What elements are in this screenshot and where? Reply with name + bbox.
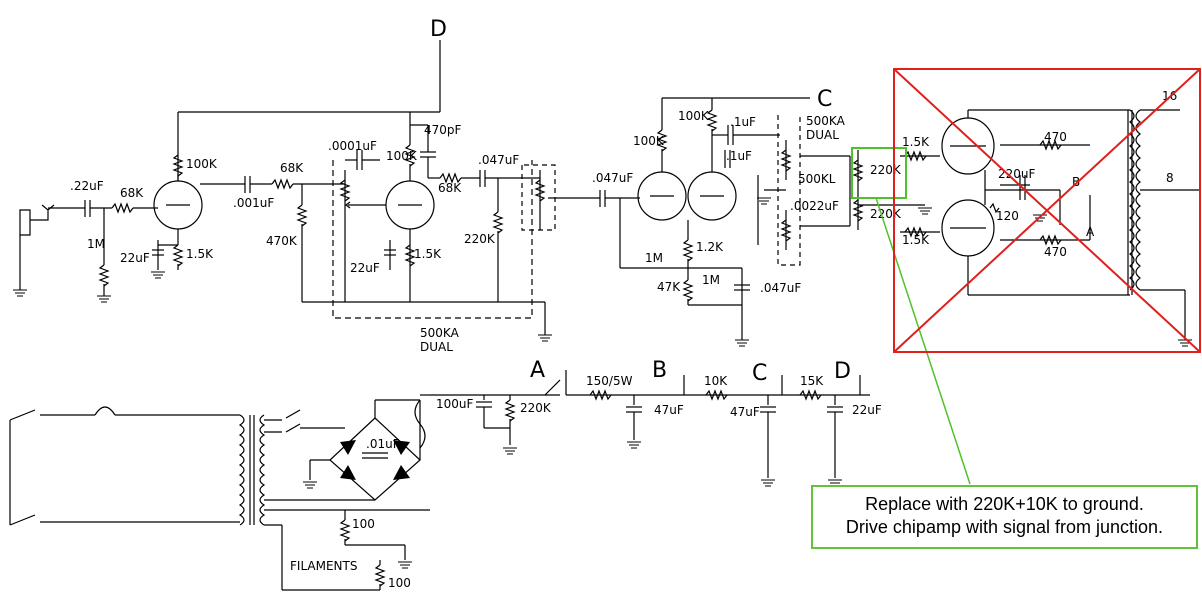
label-pi-bypass: .047uF [760, 281, 801, 295]
label-pi-r-plate2: 100K [678, 109, 710, 123]
label-pa-470-bot: 470 [1044, 245, 1067, 259]
label-pi-cap-b: .1uF [726, 149, 752, 163]
label-pa-r-120: 120 [996, 209, 1019, 223]
label-sup-cap-100: 100uF [436, 397, 474, 411]
label-pa-470-top: 470 [1044, 130, 1067, 144]
label-r-68k-3: 68K [438, 181, 462, 195]
label-pa-grid-top: 1.5K [902, 135, 930, 149]
node-c-label-top: C [817, 87, 832, 112]
label-pa-node-b: B [1072, 175, 1080, 189]
label-tap-8: 8 [1166, 171, 1174, 185]
label-sup-r-150: 150/5W [586, 374, 633, 388]
label-sup-r-15k: 15K [800, 374, 824, 388]
label-pot2-a: 500KA [806, 114, 846, 128]
label-sup-cap-47a: 47uF [654, 403, 684, 417]
label-v2-cathode-r: 1.5K [414, 247, 442, 261]
node-c-label: C [752, 361, 767, 386]
label-pot-500kl: 500KL [798, 172, 836, 186]
label-v1-plate: 100K [186, 157, 218, 171]
label-pi-cap-a: .1uF [730, 115, 756, 129]
label-pot1-b: DUAL [420, 340, 453, 354]
label-pa-220k-bot: 220K [870, 207, 902, 221]
label-cap-047: .047uF [478, 153, 519, 167]
label-filaments: FILAMENTS [290, 559, 357, 573]
label-pi-tail: 1.2K [696, 240, 724, 254]
node-d-label-supply: D [834, 359, 851, 384]
label-v1-cathode-r: 1.5K [186, 247, 214, 261]
label-sup-r-10k: 10K [704, 374, 728, 388]
label-v2-cathode-c: 22uF [350, 261, 380, 275]
label-pi-cap: .047uF [592, 171, 633, 185]
label-cap-0022: .0022uF [790, 199, 839, 213]
component-labels: D C A B C D .22uF 68K 1M 100K 1.5K 22uF … [70, 17, 1177, 590]
label-coupling-cap: .001uF [233, 196, 274, 210]
label-v2-plate-cap: 470pF [424, 123, 462, 137]
label-pi-1m-b: 1M [702, 273, 720, 287]
annotation-line-2: Drive chipamp with signal from junction. [845, 517, 1164, 537]
label-v1-cathode-c: 22uF [120, 251, 150, 265]
label-sup-cap-47b: 47uF [730, 405, 760, 419]
label-r-220k: 220K [464, 232, 496, 246]
label-pa-grid-bot: 1.5K [902, 233, 930, 247]
label-pa-220k-top: 220K [870, 163, 902, 177]
annotation-callout: Replace with 220K+10K to ground. Drive c… [811, 485, 1198, 549]
node-a-label: A [530, 358, 545, 383]
label-r-68k-2: 68K [280, 161, 304, 175]
label-tone-cap: .0001uF [328, 139, 377, 153]
label-r-470k: 470K [266, 234, 298, 248]
label-r-input: 1M [87, 237, 105, 251]
label-sup-r-100a: 100 [352, 517, 375, 531]
label-pi-1m-a: 1M [645, 251, 663, 265]
label-sup-cap-22: 22uF [852, 403, 882, 417]
label-r-grid: 68K [120, 186, 144, 200]
node-d-label: D [430, 17, 447, 42]
label-pi-r-plate1: 100K [633, 134, 665, 148]
label-pa-node-a: A [1086, 225, 1095, 239]
bridge-diodes [340, 440, 410, 480]
node-b-label: B [652, 358, 667, 383]
label-sup-r-100b: 100 [388, 576, 411, 590]
power-section-crossed-out [893, 68, 1201, 353]
callout-pointer [875, 197, 971, 485]
label-pa-cap-220: 220uF [998, 167, 1036, 181]
highlight-box [851, 147, 907, 199]
label-v2-plate: 100K [386, 149, 418, 163]
label-pot1-a: 500KA [420, 326, 460, 340]
label-sup-r-220k: 220K [520, 401, 552, 415]
annotation-line-1: Replace with 220K+10K to ground. [865, 494, 1144, 514]
label-input-cap: .22uF [70, 179, 104, 193]
label-sup-cap-01: .01uF [366, 437, 400, 451]
label-pi-47k: 47K [657, 280, 681, 294]
label-pot2-b: DUAL [806, 128, 839, 142]
